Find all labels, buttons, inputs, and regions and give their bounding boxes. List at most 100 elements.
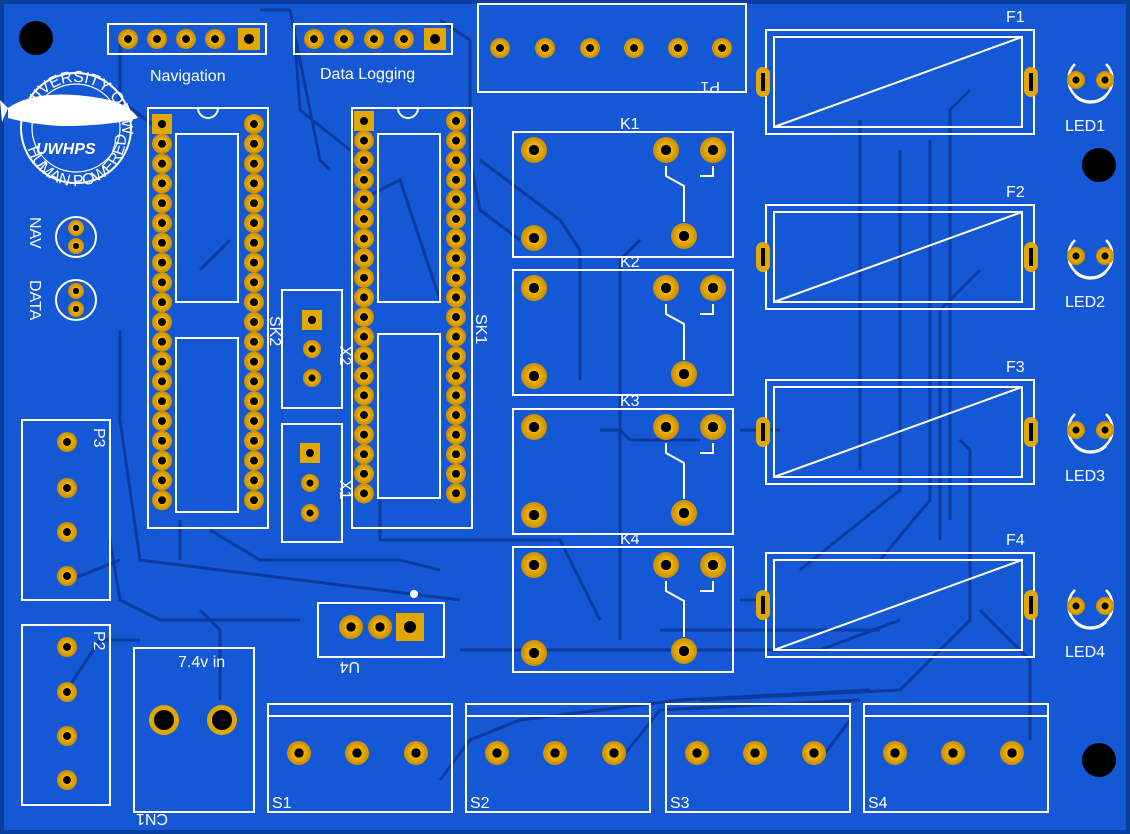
servo-s3: S3 <box>665 703 851 813</box>
solder-pad <box>446 307 466 327</box>
led-label: LED3 <box>1065 468 1105 485</box>
solder-pad <box>671 638 697 664</box>
solder-pad <box>521 225 547 251</box>
solder-pad <box>152 351 172 372</box>
solder-pad <box>653 414 679 440</box>
solder-pad <box>354 346 374 367</box>
solder-pad <box>671 500 697 526</box>
solder-pad <box>244 213 264 233</box>
solder-pad <box>244 470 264 491</box>
solder-pad <box>244 292 264 313</box>
solder-pad <box>446 385 466 406</box>
fuse-f1: F1 <box>756 9 1038 135</box>
solder-pad <box>244 153 264 174</box>
data-logging-label: Data Logging <box>320 66 415 83</box>
solder-pad <box>152 430 172 451</box>
solder-pad <box>668 38 688 58</box>
solder-pad <box>700 137 726 163</box>
solder-pad <box>446 111 466 131</box>
solder-pad <box>354 307 374 327</box>
solder-pad <box>354 248 374 269</box>
servo-s1: S1 <box>267 703 453 813</box>
led-1: LED1 <box>1065 63 1114 135</box>
solder-pad <box>244 450 264 471</box>
servo-label: S3 <box>670 795 690 812</box>
x1-label: X1 <box>336 480 353 500</box>
led-2: LED2 <box>1065 239 1114 311</box>
solder-pad <box>446 483 466 504</box>
solder-pad <box>446 228 466 249</box>
solder-pad <box>354 287 374 308</box>
solder-pad <box>354 483 374 504</box>
p1-label: P1 <box>700 78 720 95</box>
solder-pad <box>152 490 172 511</box>
solder-pad <box>653 137 679 163</box>
solder-pad <box>354 228 374 249</box>
servo-label: S2 <box>470 795 490 812</box>
solder-pad <box>244 371 264 392</box>
solder-pad <box>354 444 374 465</box>
mounting-hole <box>1082 148 1116 182</box>
servo-label: S1 <box>272 795 292 812</box>
solder-pad <box>354 405 374 425</box>
solder-pad <box>712 38 732 58</box>
solder-pad <box>700 275 726 301</box>
relay-k2: K2 <box>512 254 734 396</box>
regulator-u4: U4 <box>317 590 445 675</box>
solder-pad <box>244 411 264 431</box>
solder-pad <box>354 326 374 347</box>
mounting-hole <box>19 21 53 55</box>
solder-pad <box>653 552 679 578</box>
solder-pad <box>244 430 264 451</box>
connector-cn1: 7.4v in CN1 <box>133 647 255 827</box>
solder-pad <box>152 450 172 471</box>
solder-pad <box>244 133 264 154</box>
solder-pad <box>152 371 172 392</box>
solder-pad <box>521 137 547 163</box>
navigation-label: Navigation <box>150 68 226 85</box>
relay-label: K3 <box>620 393 640 410</box>
solder-pad <box>354 150 374 171</box>
data-led-label: DATA <box>26 280 43 321</box>
solder-pad <box>244 490 264 511</box>
solder-pad <box>354 169 374 190</box>
solder-pad <box>404 741 428 765</box>
relay-label: K2 <box>620 254 640 271</box>
solder-pad <box>941 741 965 765</box>
solder-pad <box>535 38 555 58</box>
solder-pad <box>244 312 264 332</box>
solder-pad <box>152 213 172 233</box>
solder-pad <box>152 272 172 293</box>
connector-p3: P3 <box>21 419 111 601</box>
solder-pad <box>624 38 644 58</box>
solder-pad <box>152 193 172 214</box>
solder-pad <box>653 275 679 301</box>
solder-pad <box>446 248 466 269</box>
solder-pad <box>1067 597 1085 615</box>
nav-led-label: NAV <box>26 217 43 249</box>
logo-wordmark: UWHPS <box>36 141 96 158</box>
solder-pad <box>354 189 374 210</box>
solder-pad <box>485 741 509 765</box>
solder-pad <box>685 741 709 765</box>
servo-s2: S2 <box>465 703 651 813</box>
solder-pad <box>580 38 600 58</box>
solder-pad <box>354 365 374 386</box>
led-label: LED2 <box>1065 294 1105 311</box>
solder-pad <box>152 252 172 273</box>
solder-pad <box>446 463 466 484</box>
x2-label: X2 <box>336 346 353 366</box>
solder-pad <box>671 361 697 387</box>
solder-pad <box>521 363 547 389</box>
solder-pad <box>354 424 374 445</box>
solder-pad <box>446 326 466 347</box>
solder-pad <box>244 252 264 273</box>
sk1-label: SK1 <box>472 314 489 344</box>
crystal-x2: X2 <box>281 289 353 409</box>
traces <box>58 8 1032 781</box>
solder-pad <box>521 552 547 578</box>
fuse-label: F1 <box>1006 9 1025 26</box>
p2-label: P2 <box>90 631 107 651</box>
p3-label: P3 <box>90 428 107 448</box>
